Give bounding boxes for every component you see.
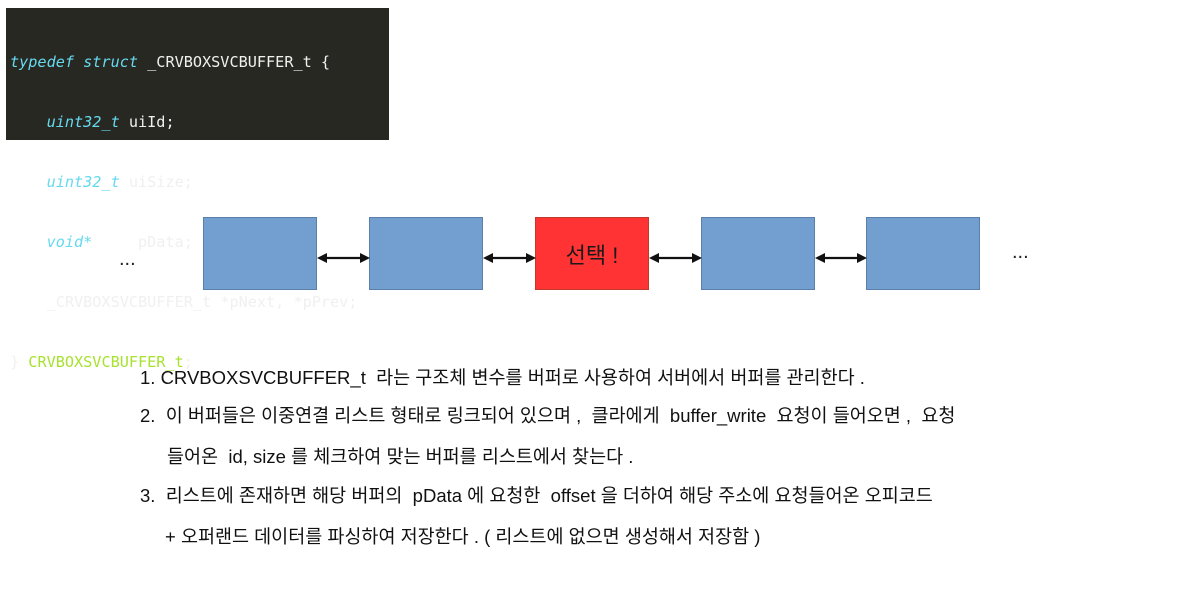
code-type-name: CRVBOXSVCBUFFER_t [28,353,184,371]
code-keyword: uint32_t [10,113,120,131]
code-keyword: uint32_t [10,173,120,191]
list-node-1 [203,217,317,290]
code-text: _CRVBOXSVCBUFFER_t { [138,53,331,71]
list-node-5 [866,217,980,290]
left-ellipsis: ... [119,248,136,270]
code-text: uiSize; [119,173,193,191]
note-2-line-1: 2. 이 버퍼들은 이중연결 리스트 형태로 링크되어 있으며 , 클라에게 b… [140,405,956,426]
selected-label: 선택 ! [565,242,619,268]
code-text: _CRVBOXSVCBUFFER_t *pNext, *pPrev; [10,293,358,311]
code-line-2: uint32_t uiId; [10,112,389,132]
code-keyword: typedef struct [10,53,139,71]
code-line-5: _CRVBOXSVCBUFFER_t *pNext, *pPrev; [10,292,389,312]
list-node-selected: 선택 ! [535,217,649,290]
double-arrow-2-3 [483,253,536,263]
double-arrow-4-5 [815,253,867,263]
code-text: ; [183,353,193,371]
code-text: uiId; [119,113,175,131]
right-ellipsis: ... [1012,241,1029,263]
code-keyword: void* [10,233,93,251]
note-3-line-1: 3. 리스트에 존재하면 해당 버퍼의 pData 에 요청한 offset 을… [140,485,933,506]
list-node-4 [701,217,815,290]
note-1: 1. CRVBOXSVCBUFFER_t 라는 구조체 변수를 버퍼로 사용하여… [140,367,865,388]
code-line-1: typedef struct _CRVBOXSVCBUFFER_t { [10,52,389,72]
code-snippet: typedef struct _CRVBOXSVCBUFFER_t { uint… [6,8,389,371]
code-text: } [10,353,29,371]
code-line-3: uint32_t uiSize; [10,172,389,192]
note-3-line-2: + 오퍼랜드 데이터를 파싱하여 저장한다 . ( 리스트에 없으면 생성해서 … [165,526,761,547]
list-node-2 [369,217,483,290]
code-line-6: } CRVBOXSVCBUFFER_t; [10,352,389,372]
double-arrow-3-4 [649,253,702,263]
code-line-4: void* pData; [10,232,389,252]
code-text: pData; [92,233,193,251]
note-2-line-2: 들어온 id, size 를 체크하여 맞는 버퍼를 리스트에서 찾는다 . [167,446,634,467]
